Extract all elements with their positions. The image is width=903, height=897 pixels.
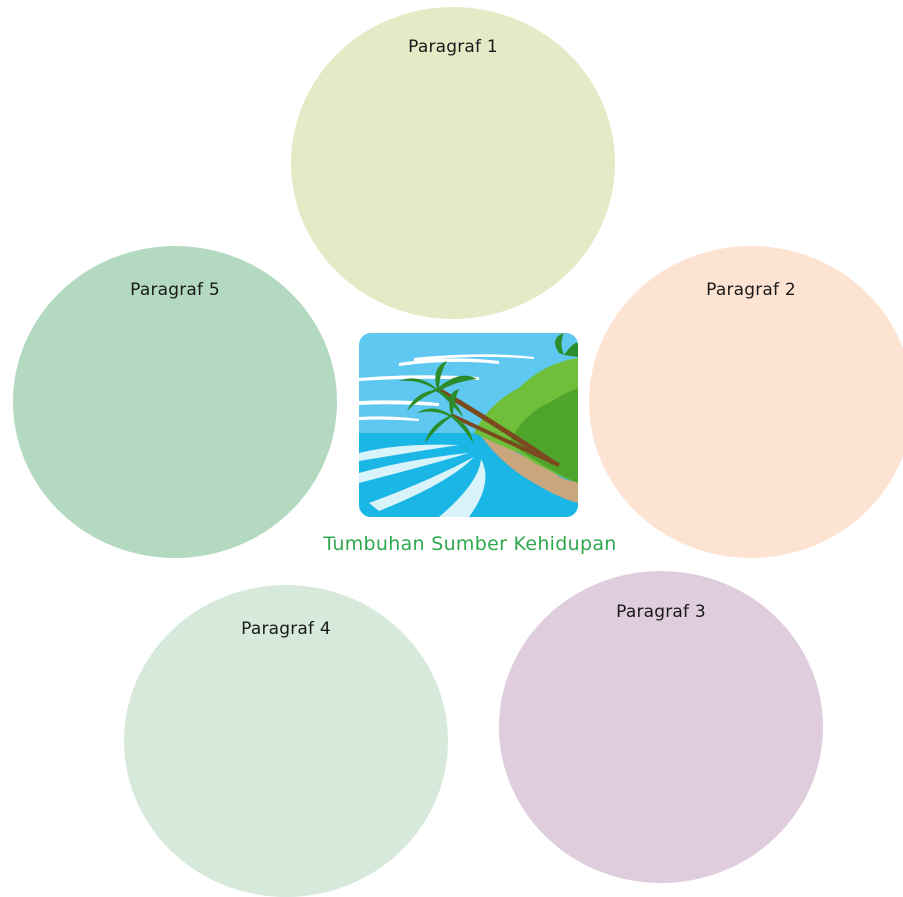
- paragraph-4-circle: Paragraf 4: [124, 585, 448, 897]
- paragraph-5-label: Paragraf 5: [130, 280, 220, 300]
- paragraph-2-circle: Paragraf 2: [589, 246, 903, 558]
- paragraph-3-label: Paragraf 3: [616, 602, 706, 622]
- paragraph-2-label: Paragraf 2: [706, 280, 796, 300]
- tropical-beach-palm-icon: [359, 333, 578, 517]
- paragraph-1-circle: Paragraf 1: [291, 7, 615, 319]
- paragraph-3-circle: Paragraf 3: [499, 571, 823, 883]
- paragraph-1-label: Paragraf 1: [408, 37, 498, 57]
- paragraph-5-circle: Paragraf 5: [13, 246, 337, 558]
- paragraph-4-label: Paragraf 4: [241, 619, 331, 639]
- diagram-title: Tumbuhan Sumber Kehidupan: [323, 533, 617, 555]
